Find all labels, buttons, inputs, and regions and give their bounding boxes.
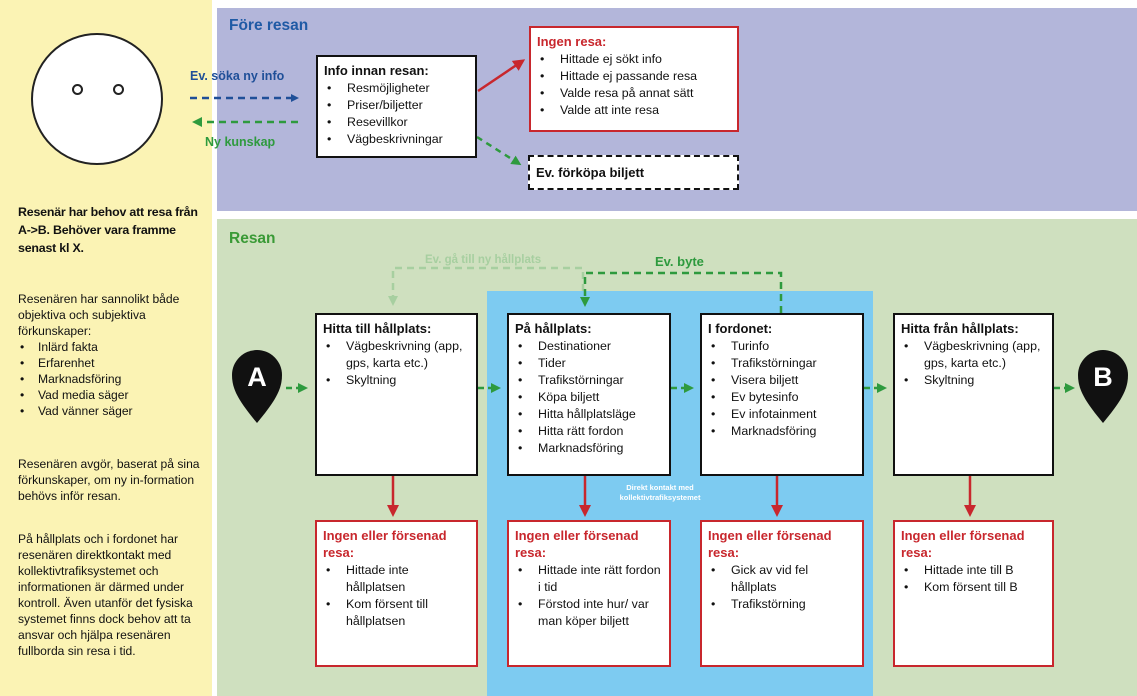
search-info-label: Ev. söka ny info xyxy=(190,69,285,83)
list-item: Vad vänner säger xyxy=(18,403,208,419)
list-item: Vad media säger xyxy=(18,387,208,403)
step-list: Vägbeskrivning (app, gps, karta etc.) Sk… xyxy=(323,338,470,389)
direct-contact-label: Direkt kontakt med kollektivtrafiksystem… xyxy=(619,483,701,502)
failure-list: Gick av vid fel hållplats Trafikstörning xyxy=(708,562,856,613)
step-list: Turinfo Trafikstörningar Visera biljett … xyxy=(708,338,856,440)
list-item: Vägbeskrivning (app, gps, karta etc.) xyxy=(901,338,1046,372)
list-item: Vägbeskrivningar xyxy=(324,131,469,148)
list-item: Trafikstörning xyxy=(708,596,856,613)
failure-box: Ingen eller försenad resa: Hittade inte … xyxy=(893,520,1054,667)
no-trip-title: Ingen resa: xyxy=(537,34,607,49)
failure-box: Ingen eller försenad resa: Hittade inte … xyxy=(315,520,478,667)
prior-knowledge-block: Resenären har sannolikt både objektiva o… xyxy=(18,291,208,419)
list-item: Trafikstörningar xyxy=(515,372,663,389)
new-stop-label: Ev. gå till ny hållplats xyxy=(425,254,542,266)
failure-title: Ingen eller försenad resa: xyxy=(323,528,447,560)
list-item: Hittade inte till B xyxy=(901,562,1046,579)
failure-list: Hittade inte till B Kom försent till B xyxy=(901,562,1046,596)
list-item: Erfarenhet xyxy=(18,355,208,371)
end-marker: B xyxy=(1093,362,1113,392)
traveler-need: Resenär har behov att resa från A->B. Be… xyxy=(18,205,198,255)
step-title: På hållplats: xyxy=(515,321,592,336)
failure-title: Ingen eller försenad resa: xyxy=(708,528,832,560)
list-item: Visera biljett xyxy=(708,372,856,389)
step-box-in-vehicle: I fordonet: Turinfo Trafikstörningar Vis… xyxy=(700,313,864,476)
list-item: Kom försent till B xyxy=(901,579,1046,596)
list-item: Hittade ej passande resa xyxy=(537,68,731,85)
info-before-box: Info innan resan: Resmöjligheter Priser/… xyxy=(316,55,477,158)
decision-text: Resenären avgör, baserat på sina förkuns… xyxy=(18,457,200,503)
prior-knowledge-intro: Resenären har sannolikt både objektiva o… xyxy=(18,292,180,338)
list-item: Förstod inte hur/ var man köper biljett xyxy=(515,596,663,630)
start-pin-icon xyxy=(232,350,282,423)
no-trip-box: Ingen resa: Hittade ej sökt info Hittade… xyxy=(529,26,739,132)
list-item: Marknadsföring xyxy=(18,371,208,387)
list-item: Hitta hållplatsläge xyxy=(515,406,663,423)
transfer-loop-arrow xyxy=(580,271,783,313)
failure-box: Ingen eller försenad resa: Hittade inte … xyxy=(507,520,671,667)
list-item: Turinfo xyxy=(708,338,856,355)
list-item: Priser/biljetter xyxy=(324,97,469,114)
failure-title: Ingen eller försenad resa: xyxy=(901,528,1025,560)
list-item: Hittade ej sökt info xyxy=(537,51,731,68)
end-pin-icon xyxy=(1078,350,1128,423)
list-item: Köpa biljett xyxy=(515,389,663,406)
right-eye xyxy=(113,84,124,95)
info-before-title: Info innan resan: xyxy=(324,63,429,78)
list-item: Tider xyxy=(515,355,663,372)
step-title: I fordonet: xyxy=(708,321,773,336)
list-item: Valde att inte resa xyxy=(537,102,731,119)
new-stop-loop-arrow xyxy=(388,266,585,306)
prebuy-arrow xyxy=(476,135,522,166)
list-item: Inlärd fakta xyxy=(18,339,208,355)
start-marker: A xyxy=(247,362,267,392)
list-item: Trafikstörningar xyxy=(708,355,856,372)
list-item: Skyltning xyxy=(323,372,470,389)
no-trip-arrow xyxy=(477,59,526,93)
journey-title: Resan xyxy=(229,230,276,247)
list-item: Skyltning xyxy=(901,372,1046,389)
new-knowledge-label: Ny kunskap xyxy=(205,135,276,149)
step-box-at-stop: På hållplats: Destinationer Tider Trafik… xyxy=(507,313,671,476)
transfer-label: Ev. byte xyxy=(655,254,704,269)
list-item: Hittade inte rätt fordon i tid xyxy=(515,562,663,596)
step-box-from-stop: Hitta från hållplats: Vägbeskrivning (ap… xyxy=(893,313,1054,476)
list-item: Hittade inte hållplatsen xyxy=(323,562,470,596)
step-list: Destinationer Tider Trafikstörningar Köp… xyxy=(515,338,663,457)
list-item: Kom försent till hållplatsen xyxy=(323,596,470,630)
step-title: Hitta från hållplats: xyxy=(901,321,1019,336)
list-item: Valde resa på annat sätt xyxy=(537,85,731,102)
step-title: Hitta till hållplats: xyxy=(323,321,432,336)
failure-box: Ingen eller försenad resa: Gick av vid f… xyxy=(700,520,864,667)
list-item: Destinationer xyxy=(515,338,663,355)
smiley-face-icon xyxy=(31,33,163,165)
failure-list: Hittade inte rätt fordon i tid Förstod i… xyxy=(515,562,663,630)
list-item: Gick av vid fel hållplats xyxy=(708,562,856,596)
no-trip-list: Hittade ej sökt info Hittade ej passande… xyxy=(537,51,731,119)
left-eye xyxy=(72,84,83,95)
control-text: På hållplats och i fordonet har resenäre… xyxy=(18,532,193,658)
list-item: Ev bytesinfo xyxy=(708,389,856,406)
prior-knowledge-list: Inlärd fakta Erfarenhet Marknadsföring V… xyxy=(18,339,208,419)
list-item: Marknadsföring xyxy=(708,423,856,440)
before-title: Före resan xyxy=(229,17,309,34)
list-item: Resmöjligheter xyxy=(324,80,469,97)
list-item: Hitta rätt fordon xyxy=(515,423,663,440)
list-item: Marknadsföring xyxy=(515,440,663,457)
list-item: Vägbeskrivning (app, gps, karta etc.) xyxy=(323,338,470,372)
step-box-find-stop: Hitta till hållplats: Vägbeskrivning (ap… xyxy=(315,313,478,476)
failure-title: Ingen eller försenad resa: xyxy=(515,528,639,560)
prebuy-box: Ev. förköpa biljett xyxy=(528,155,739,190)
prebuy-title: Ev. förköpa biljett xyxy=(536,165,645,180)
failure-list: Hittade inte hållplatsen Kom försent til… xyxy=(323,562,470,630)
step-list: Vägbeskrivning (app, gps, karta etc.) Sk… xyxy=(901,338,1046,389)
info-before-list: Resmöjligheter Priser/biljetter Resevill… xyxy=(324,80,469,148)
list-item: Resevillkor xyxy=(324,114,469,131)
list-item: Ev infotainment xyxy=(708,406,856,423)
